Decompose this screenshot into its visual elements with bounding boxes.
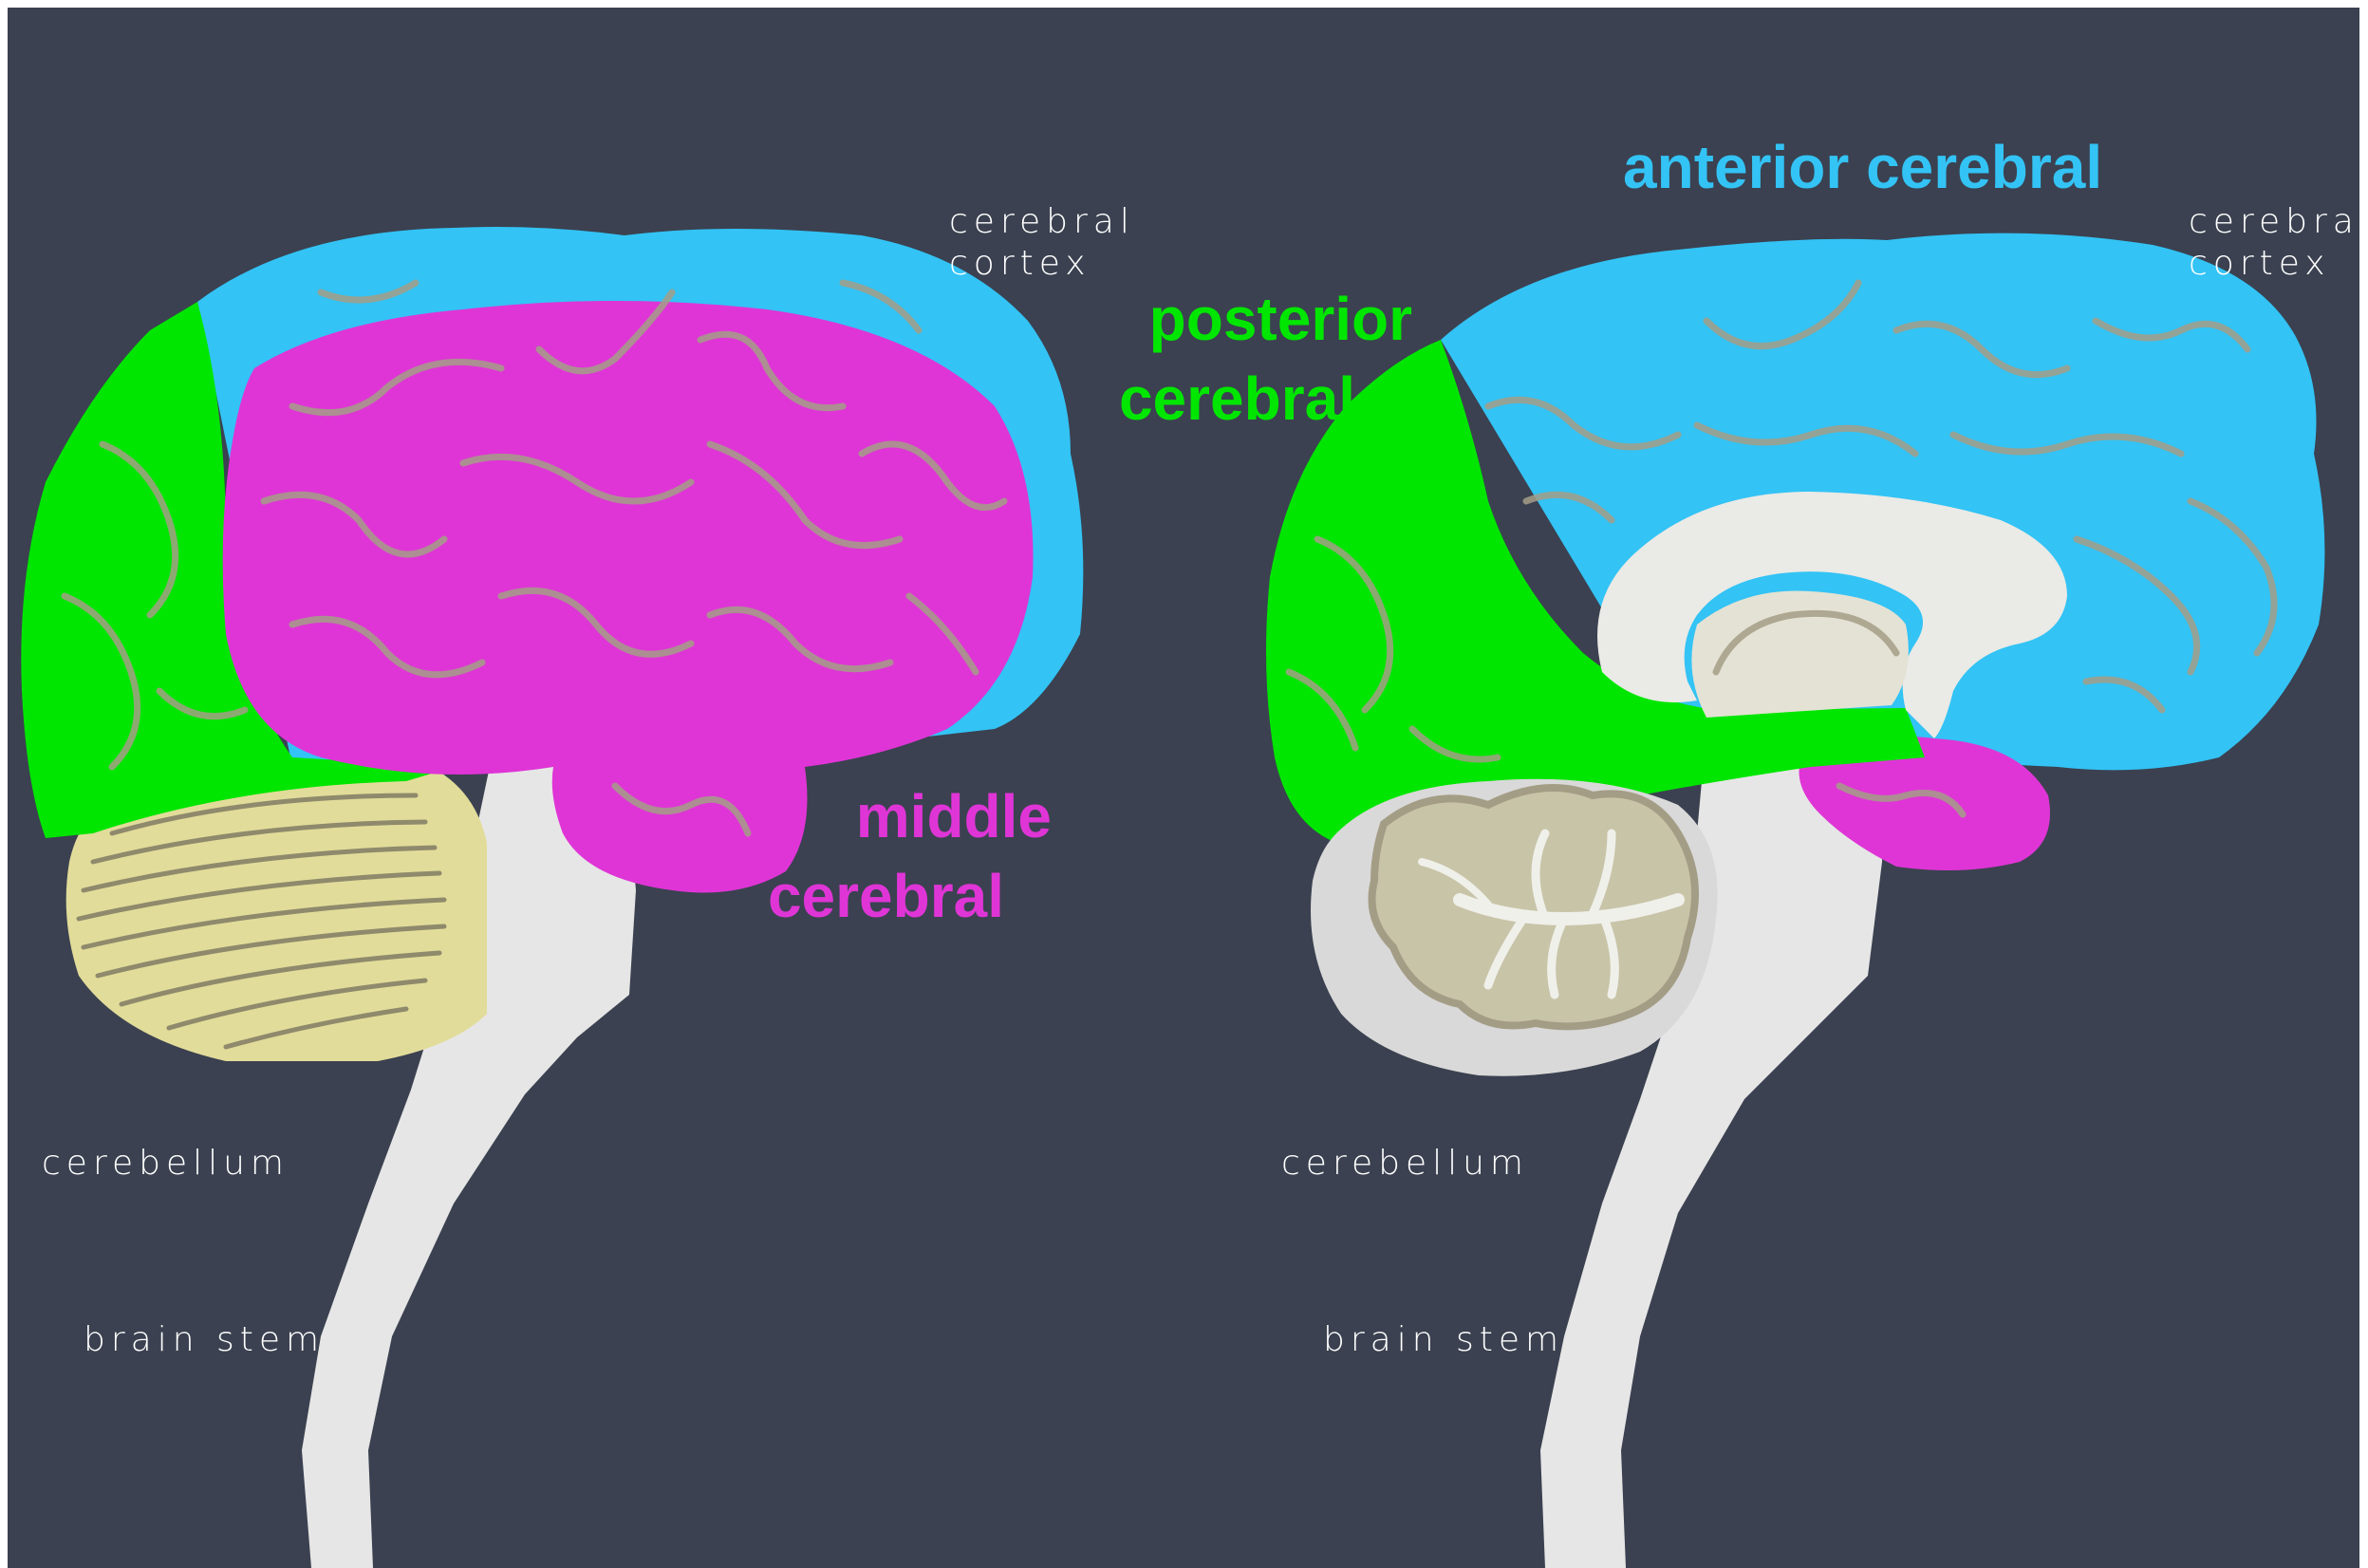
middle-cerebral-label-line1: middle	[746, 776, 1052, 856]
diagram-canvas: cerebral cortex cerebellum brain stem ce…	[8, 8, 2359, 1568]
posterior-cerebral-label: posterior cerebral	[1090, 279, 1412, 439]
right-brain-medial	[1266, 233, 2324, 1568]
posterior-cerebral-label-line1: posterior	[1090, 279, 1412, 359]
anterior-cerebral-label: anterior cerebral	[1623, 127, 2102, 207]
posterior-cerebral-label-line2: cerebral	[1090, 359, 1355, 439]
left-brainstem-label: brain stem	[84, 1319, 325, 1361]
middle-cerebral-label-line2: cerebral	[746, 856, 1004, 936]
right-brainstem-label: brain stem	[1323, 1319, 1564, 1361]
left-cortex-label: cerebral cortex	[949, 201, 1135, 285]
left-cerebellum-label: cerebellum	[42, 1143, 289, 1185]
right-cortex-label: cerebral cortex	[2189, 201, 2359, 285]
right-cortex-label-line1: cerebral	[2189, 201, 2359, 243]
left-cortex-label-line1: cerebral	[949, 201, 1135, 243]
right-cortex-label-line2: cortex	[2189, 243, 2359, 285]
right-cerebellum-label: cerebellum	[1281, 1143, 1529, 1185]
middle-cerebral-label: middle cerebral	[746, 776, 1052, 936]
brain-illustration	[8, 8, 2359, 1568]
